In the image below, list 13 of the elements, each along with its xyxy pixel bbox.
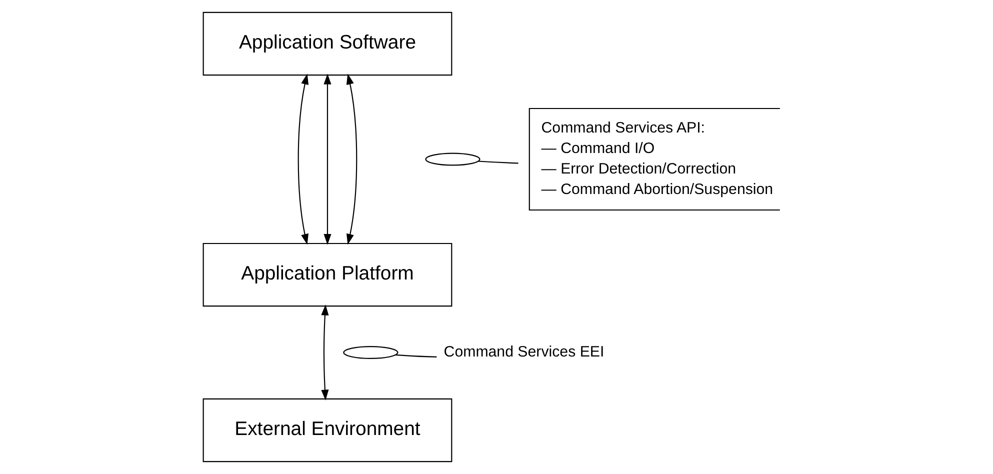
node-text: Command Services API: — Command I/O — Error Detection/Correction — Command Abortion/Suspension: [540, 119, 773, 198]
node-box: External Environment: [202, 398, 452, 462]
arrow: [320, 304, 328, 401]
node-text: Command Services EEI: [443, 344, 604, 361]
arrow: [346, 74, 357, 245]
node-ellipse: [424, 152, 480, 166]
connector: [394, 354, 436, 358]
node-ellipse: [342, 346, 398, 359]
node-box: Application Software: [202, 12, 452, 76]
arrow: [297, 74, 308, 245]
arrow: [323, 74, 331, 245]
node-box: Application Platform: [202, 242, 452, 307]
connector: [478, 160, 518, 164]
